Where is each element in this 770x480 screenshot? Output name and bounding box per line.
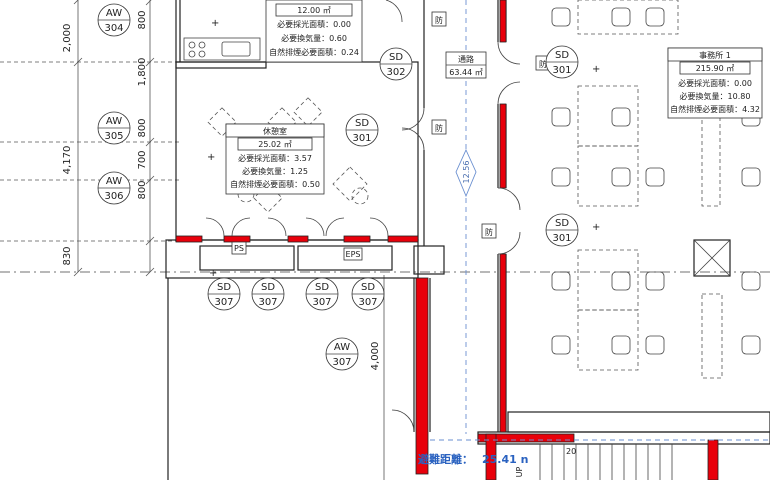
- sd301-bottom: 301: [552, 65, 571, 76]
- top-room-line3: 自然排煙必要面積：0.24: [269, 47, 359, 57]
- office-line2: 必要換気量：10.80: [680, 91, 751, 101]
- room-info-lounge: 休憩室 25.02 ㎡ 必要採光面積：3.57 必要換気量：1.25 自然排煙必…: [225, 123, 325, 195]
- fire-mark-label: 防: [435, 15, 443, 25]
- office-name: 事務所 1: [699, 50, 731, 60]
- room-info-office: 事務所 1 215.90 ㎡ 必要採光面積：0.00 必要換気量：10.80 自…: [667, 47, 763, 119]
- sd301-tag-office-top: SD 301: [545, 45, 579, 79]
- dimension-1800: 1,800: [137, 58, 148, 87]
- eps-tag: EPS: [343, 247, 363, 261]
- room-info-top: 12.00 ㎡ 必要採光面積：0.00 必要換気量：0.60 自然排煙必要面積：…: [265, 0, 363, 63]
- room-info-corridor: 通路 63.44 ㎡: [445, 51, 487, 79]
- aw306-top: AW: [106, 176, 122, 187]
- aw304-tag: AW 304: [97, 3, 131, 37]
- sd301-top: SD: [355, 118, 369, 129]
- office-area: 215.90 ㎡: [696, 64, 735, 73]
- sd307-bottom: 307: [258, 297, 277, 308]
- eps-label: EPS: [346, 250, 361, 259]
- dimension-800-low: 800: [137, 180, 148, 199]
- top-room-line2: 必要換気量：0.60: [281, 33, 347, 43]
- ps-tag: PS: [231, 241, 247, 255]
- sd307-bottom: 307: [312, 297, 331, 308]
- dimension-800-mid: 800: [137, 118, 148, 137]
- dimension-column: 2,000 4,170 830 800 1,800 800 700 800 4,…: [62, 0, 385, 480]
- cross-mark-4: +: [592, 64, 600, 75]
- dimension-4170: 4,170: [62, 146, 73, 175]
- aw305-top: AW: [106, 116, 122, 127]
- sd307-bottom: 307: [214, 297, 233, 308]
- sd301-top: SD: [555, 218, 569, 229]
- sd307-top: SD: [315, 282, 329, 293]
- fire-mark-label: 防: [435, 123, 443, 133]
- evacuation-distance: 避難距離： 25.41 n: [418, 452, 528, 466]
- dimension-830: 830: [62, 246, 73, 265]
- fire-mark-3: 防: [481, 223, 497, 239]
- stair-20-label: 20: [566, 447, 576, 456]
- sd307-top: SD: [361, 282, 375, 293]
- fire-mark-label: 防: [539, 59, 547, 69]
- sd301-tag-lounge: SD 301: [345, 113, 379, 147]
- fire-mark-2: 防: [431, 119, 447, 135]
- top-room-area: 12.00 ㎡: [297, 6, 330, 15]
- sd301-tag-office-mid: SD 301: [545, 213, 579, 247]
- sd302-top: SD: [389, 52, 403, 63]
- dimension-700: 700: [137, 150, 148, 169]
- stair-treads: [539, 444, 673, 480]
- sd307-top: SD: [217, 282, 231, 293]
- corridor-length: 12.56: [462, 161, 471, 184]
- fire-mark-label: 防: [485, 227, 493, 237]
- aw307-bottom: 307: [332, 357, 351, 368]
- cross-mark-5: +: [592, 222, 600, 233]
- dimension-2000: 2,000: [62, 24, 73, 53]
- sd301-top: SD: [555, 50, 569, 61]
- fire-mark-1: 防: [431, 11, 447, 27]
- lounge-line3: 自然排煙必要面積：0.50: [230, 179, 320, 189]
- lounge-area: 25.02 ㎡: [258, 140, 291, 149]
- lounge-line2: 必要換気量：1.25: [242, 166, 308, 176]
- aw304-top: AW: [106, 8, 122, 19]
- dimension-800-top: 800: [137, 10, 148, 29]
- aw306-tag: AW 306: [97, 171, 131, 205]
- aw305-tag: AW 305: [97, 111, 131, 145]
- cross-mark-2: +: [207, 152, 215, 163]
- fire-walls: [175, 0, 719, 480]
- ps-label: PS: [234, 244, 244, 253]
- corridor-name: 通路: [458, 54, 474, 64]
- sd307-tag-2: SD 307: [251, 277, 285, 311]
- cross-mark-1: +: [211, 18, 219, 29]
- top-room-line1: 必要採光面積：0.00: [277, 19, 351, 29]
- sd307-bottom: 307: [358, 297, 377, 308]
- stair-up-label: UP: [515, 466, 524, 477]
- aw307-tag: AW 307: [325, 337, 359, 371]
- aw306-bottom: 306: [104, 191, 123, 202]
- lounge-line1: 必要採光面積：3.57: [238, 153, 312, 163]
- sd302-bottom: 302: [386, 67, 405, 78]
- office-desks: + +: [551, 0, 761, 379]
- lounge-name: 休憩室: [263, 126, 287, 136]
- aw305-bottom: 305: [104, 131, 123, 142]
- sd301-bottom: 301: [352, 133, 371, 144]
- corridor-area: 63.44 ㎡: [449, 68, 482, 77]
- sd307-top: SD: [261, 282, 275, 293]
- cross-mark-3: +: [209, 268, 217, 279]
- kitchen-counter: +: [183, 18, 261, 61]
- dimension-4000: 4,000: [370, 342, 381, 371]
- sd307-tag-3: SD 307: [305, 277, 339, 311]
- sd307-tag-4: SD 307: [351, 277, 385, 311]
- sd307-tag-1: SD 307: [207, 277, 241, 311]
- evac-label: 避難距離：: [418, 452, 473, 466]
- aw307-top: AW: [334, 342, 350, 353]
- sd302-tag: SD 302: [379, 47, 413, 81]
- office-line3: 自然排煙必要面積：4.32: [670, 104, 760, 114]
- office-line1: 必要採光面積：0.00: [678, 78, 752, 88]
- aw304-bottom: 304: [104, 23, 123, 34]
- evac-value: 25.41 n: [482, 453, 528, 466]
- sd301-bottom: 301: [552, 233, 571, 244]
- door-swings: [205, 0, 521, 433]
